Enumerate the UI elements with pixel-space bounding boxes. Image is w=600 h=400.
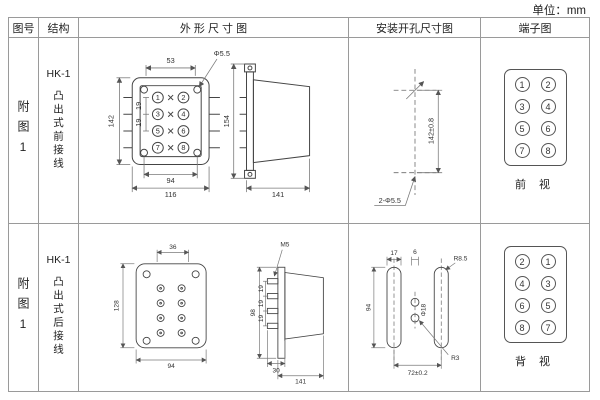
dim-span: 72±0.2 (407, 370, 427, 377)
structure-label: 凸出式后接线 (52, 276, 64, 357)
terminal-circle: 3 (514, 99, 530, 114)
install-drawing-cell-row2: 17 6 R8.5 94 Φ18 R3 72±0.2 (349, 224, 481, 391)
dim-slot-height: 94 (365, 304, 372, 312)
outline-drawing-cell-row1: 1 2 3 4 5 6 7 8 (79, 38, 349, 224)
view-label: 前 视 (514, 179, 556, 191)
terminal-circle: 4 (514, 276, 530, 291)
terminal-circle: 8 (514, 320, 530, 335)
terminal-number: 7 (155, 143, 159, 152)
dim-width: 94 (167, 363, 175, 370)
terminal-circle: 7 (540, 320, 556, 335)
terminal-block: 1 3 5 7 2 4 6 8 (503, 69, 567, 166)
terminal-number: 5 (155, 126, 159, 135)
outline-drawing-front-wiring: 1 2 3 4 5 6 7 8 (106, 49, 310, 199)
dim-height: 128 (113, 300, 120, 311)
terminal-number: 8 (181, 143, 185, 152)
structure-label: 凸出式前接线 (52, 90, 64, 171)
slot-shapes (386, 266, 449, 349)
terminal-column-left: 1 3 5 7 (514, 77, 530, 158)
model-label: HK-1 (46, 68, 71, 80)
terminal-circle: 6 (540, 121, 556, 136)
relay-rear-view (135, 263, 207, 349)
dim-top-width: 53 (166, 56, 174, 65)
dimension-lines (115, 58, 310, 192)
dim-pitch-b: 19 (258, 300, 265, 308)
terminal-circle: 6 (514, 298, 530, 313)
dim-hole-pitch: 142±0.8 (426, 117, 435, 143)
column-header-fig-no: 图号 (9, 18, 39, 38)
dim-offset: 6 (413, 249, 417, 256)
dim-radius-big: R8.5 (453, 255, 467, 262)
column-header-structure: 结构 (39, 18, 79, 38)
terminal-number: 4 (181, 109, 185, 118)
dimension-lines (370, 256, 455, 369)
drawing-table: 图号 结构 外 形 尺 寸 图 安装开孔尺寸图 端子图 附图1 HK-1 凸出式… (8, 17, 590, 392)
terminal-circle: 5 (540, 298, 556, 313)
dim-holes: 2-Φ5.5 (378, 195, 400, 204)
fig-no-label: 附图1 (16, 276, 30, 339)
dim-pitch-a: 19 (134, 101, 143, 109)
dim-side-length: 141 (295, 379, 306, 386)
terminal-column-left: 2 4 6 8 (514, 254, 530, 335)
terminal-circle: 3 (540, 276, 556, 291)
column-header-outline: 外 形 尺 寸 图 (79, 18, 349, 38)
dim-hole: Φ18 (420, 304, 427, 317)
dim-pitch-a: 19 (258, 285, 265, 293)
unit-label: 单位：mm (532, 5, 586, 17)
terminal-circle: 4 (540, 99, 556, 114)
dim-height: 142 (106, 114, 115, 126)
terminal-column-right: 2 4 6 8 (540, 77, 556, 158)
dim-stud-length: 30 (272, 367, 280, 374)
dim-outer-width: 116 (164, 190, 176, 199)
dim-side-length: 141 (271, 190, 283, 199)
dimension-lines (119, 249, 324, 380)
terminal-column-right: 1 3 5 7 (540, 254, 556, 335)
dim-top-width: 36 (169, 244, 177, 251)
terminal-circle: 2 (514, 254, 530, 269)
terminal-number: 2 (181, 92, 185, 101)
model-label: HK-1 (46, 254, 71, 266)
terminal-diagram: 1 3 5 7 2 4 6 8 前 视 (503, 69, 567, 192)
relay-side-view (239, 63, 310, 179)
fig-no-cell-row2: 附图1 (9, 224, 39, 391)
terminal-circle: 7 (514, 143, 530, 158)
dim-radius-small: R3 (451, 355, 460, 362)
dim-screw: M5 (280, 241, 289, 248)
column-header-install: 安装开孔尺寸图 (349, 18, 481, 38)
terminal-circle: 1 (540, 254, 556, 269)
structure-cell-row1: HK-1 凸出式前接线 (39, 38, 79, 224)
structure-cell-row2: HK-1 凸出式后接线 (39, 224, 79, 391)
terminal-circle: 2 (540, 77, 556, 92)
dim-block-height: 98 (250, 309, 257, 317)
column-header-terminal: 端子图 (481, 18, 589, 38)
fig-no-cell-row1: 附图1 (9, 38, 39, 224)
dim-pitch-b: 19 (134, 118, 143, 126)
dimension-lines (373, 80, 442, 206)
terminal-number: 1 (155, 92, 159, 101)
dim-hole-span: 94 (166, 176, 174, 185)
outline-drawing-rear-wiring: 36 M5 128 94 98 19 19 19 30 141 (113, 241, 324, 386)
terminal-circle: 8 (540, 143, 556, 158)
terminal-number: 6 (181, 126, 185, 135)
relay-front-view (122, 76, 220, 165)
dim-corner-hole: Φ5.5 (213, 49, 229, 58)
terminal-diagram: 2 4 6 8 1 3 5 7 背 视 (503, 246, 567, 369)
terminal-circle: 5 (514, 121, 530, 136)
terminal-circle: 1 (514, 77, 530, 92)
view-label: 背 视 (514, 356, 556, 368)
dim-pitch-c: 19 (258, 314, 265, 322)
outline-drawing-cell-row2: 36 M5 128 94 98 19 19 19 30 141 (79, 224, 349, 391)
terminal-number: 3 (155, 109, 159, 118)
fig-no-label: 附图1 (16, 99, 30, 162)
dim-slot-width: 17 (390, 250, 398, 257)
terminal-diagram-cell-row2: 2 4 6 8 1 3 5 7 背 视 (481, 224, 589, 391)
terminal-diagram-cell-row1: 1 3 5 7 2 4 6 8 前 视 (481, 38, 589, 224)
dim-side-height: 154 (221, 114, 230, 126)
relay-side-view-rear (266, 266, 324, 359)
install-drawing-rear-wiring: 17 6 R8.5 94 Φ18 R3 72±0.2 (365, 249, 467, 377)
install-drawing-front-wiring: 142±0.8 2-Φ5.5 (373, 68, 442, 206)
terminal-block: 2 4 6 8 1 3 5 7 (503, 246, 567, 343)
install-drawing-cell-row1: 142±0.8 2-Φ5.5 (349, 38, 481, 224)
